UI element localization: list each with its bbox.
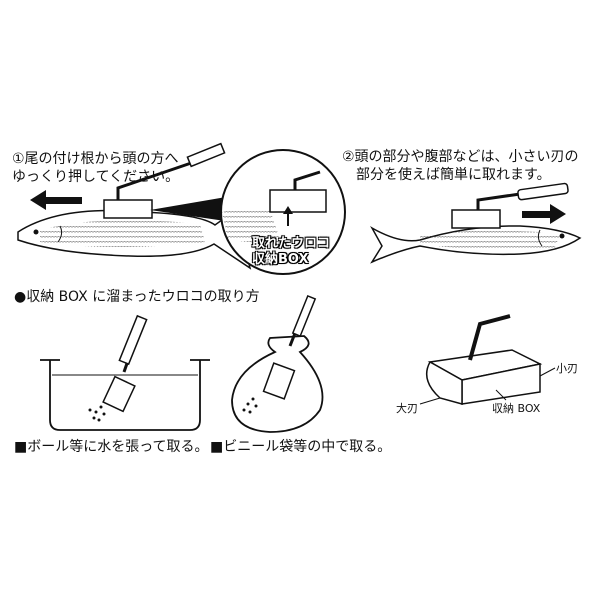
right-fish (370, 225, 582, 264)
bowl-illustration (40, 314, 210, 431)
callout-line2: 収納BOX (252, 252, 309, 267)
step2-line1: ②頭の部分や腹部などは、小さい刃の (342, 149, 579, 165)
step2-line2: 部分を使えば簡単に取れます。 (356, 167, 551, 183)
caption-bag: ■ビニール袋等の中で取る。 (210, 439, 392, 455)
right-scaler-tool (451, 182, 569, 229)
arrow-left-icon (30, 190, 82, 210)
step1-line1: ①尾の付け根から頭の方へ (12, 151, 179, 167)
left-scaler-tool (103, 142, 226, 219)
bag-illustration (231, 294, 324, 433)
zoom-circle (220, 149, 346, 275)
step1-line2: ゆっくり押してください。 (12, 169, 180, 185)
label-small-blade: 小刃 (556, 362, 578, 375)
section-title: ●収納 BOX に溜まったウロコの取り方 (14, 289, 260, 305)
label-large-blade: 大刃 (396, 402, 418, 415)
callout-line1: 取れたウロコ (252, 236, 331, 251)
arrow-right-icon (522, 204, 566, 224)
caption-bowl: ■ボール等に水を張って取る。 (14, 439, 209, 455)
left-fish (17, 198, 252, 270)
label-box: 収納 BOX (492, 402, 541, 415)
box-illustration (419, 314, 556, 405)
